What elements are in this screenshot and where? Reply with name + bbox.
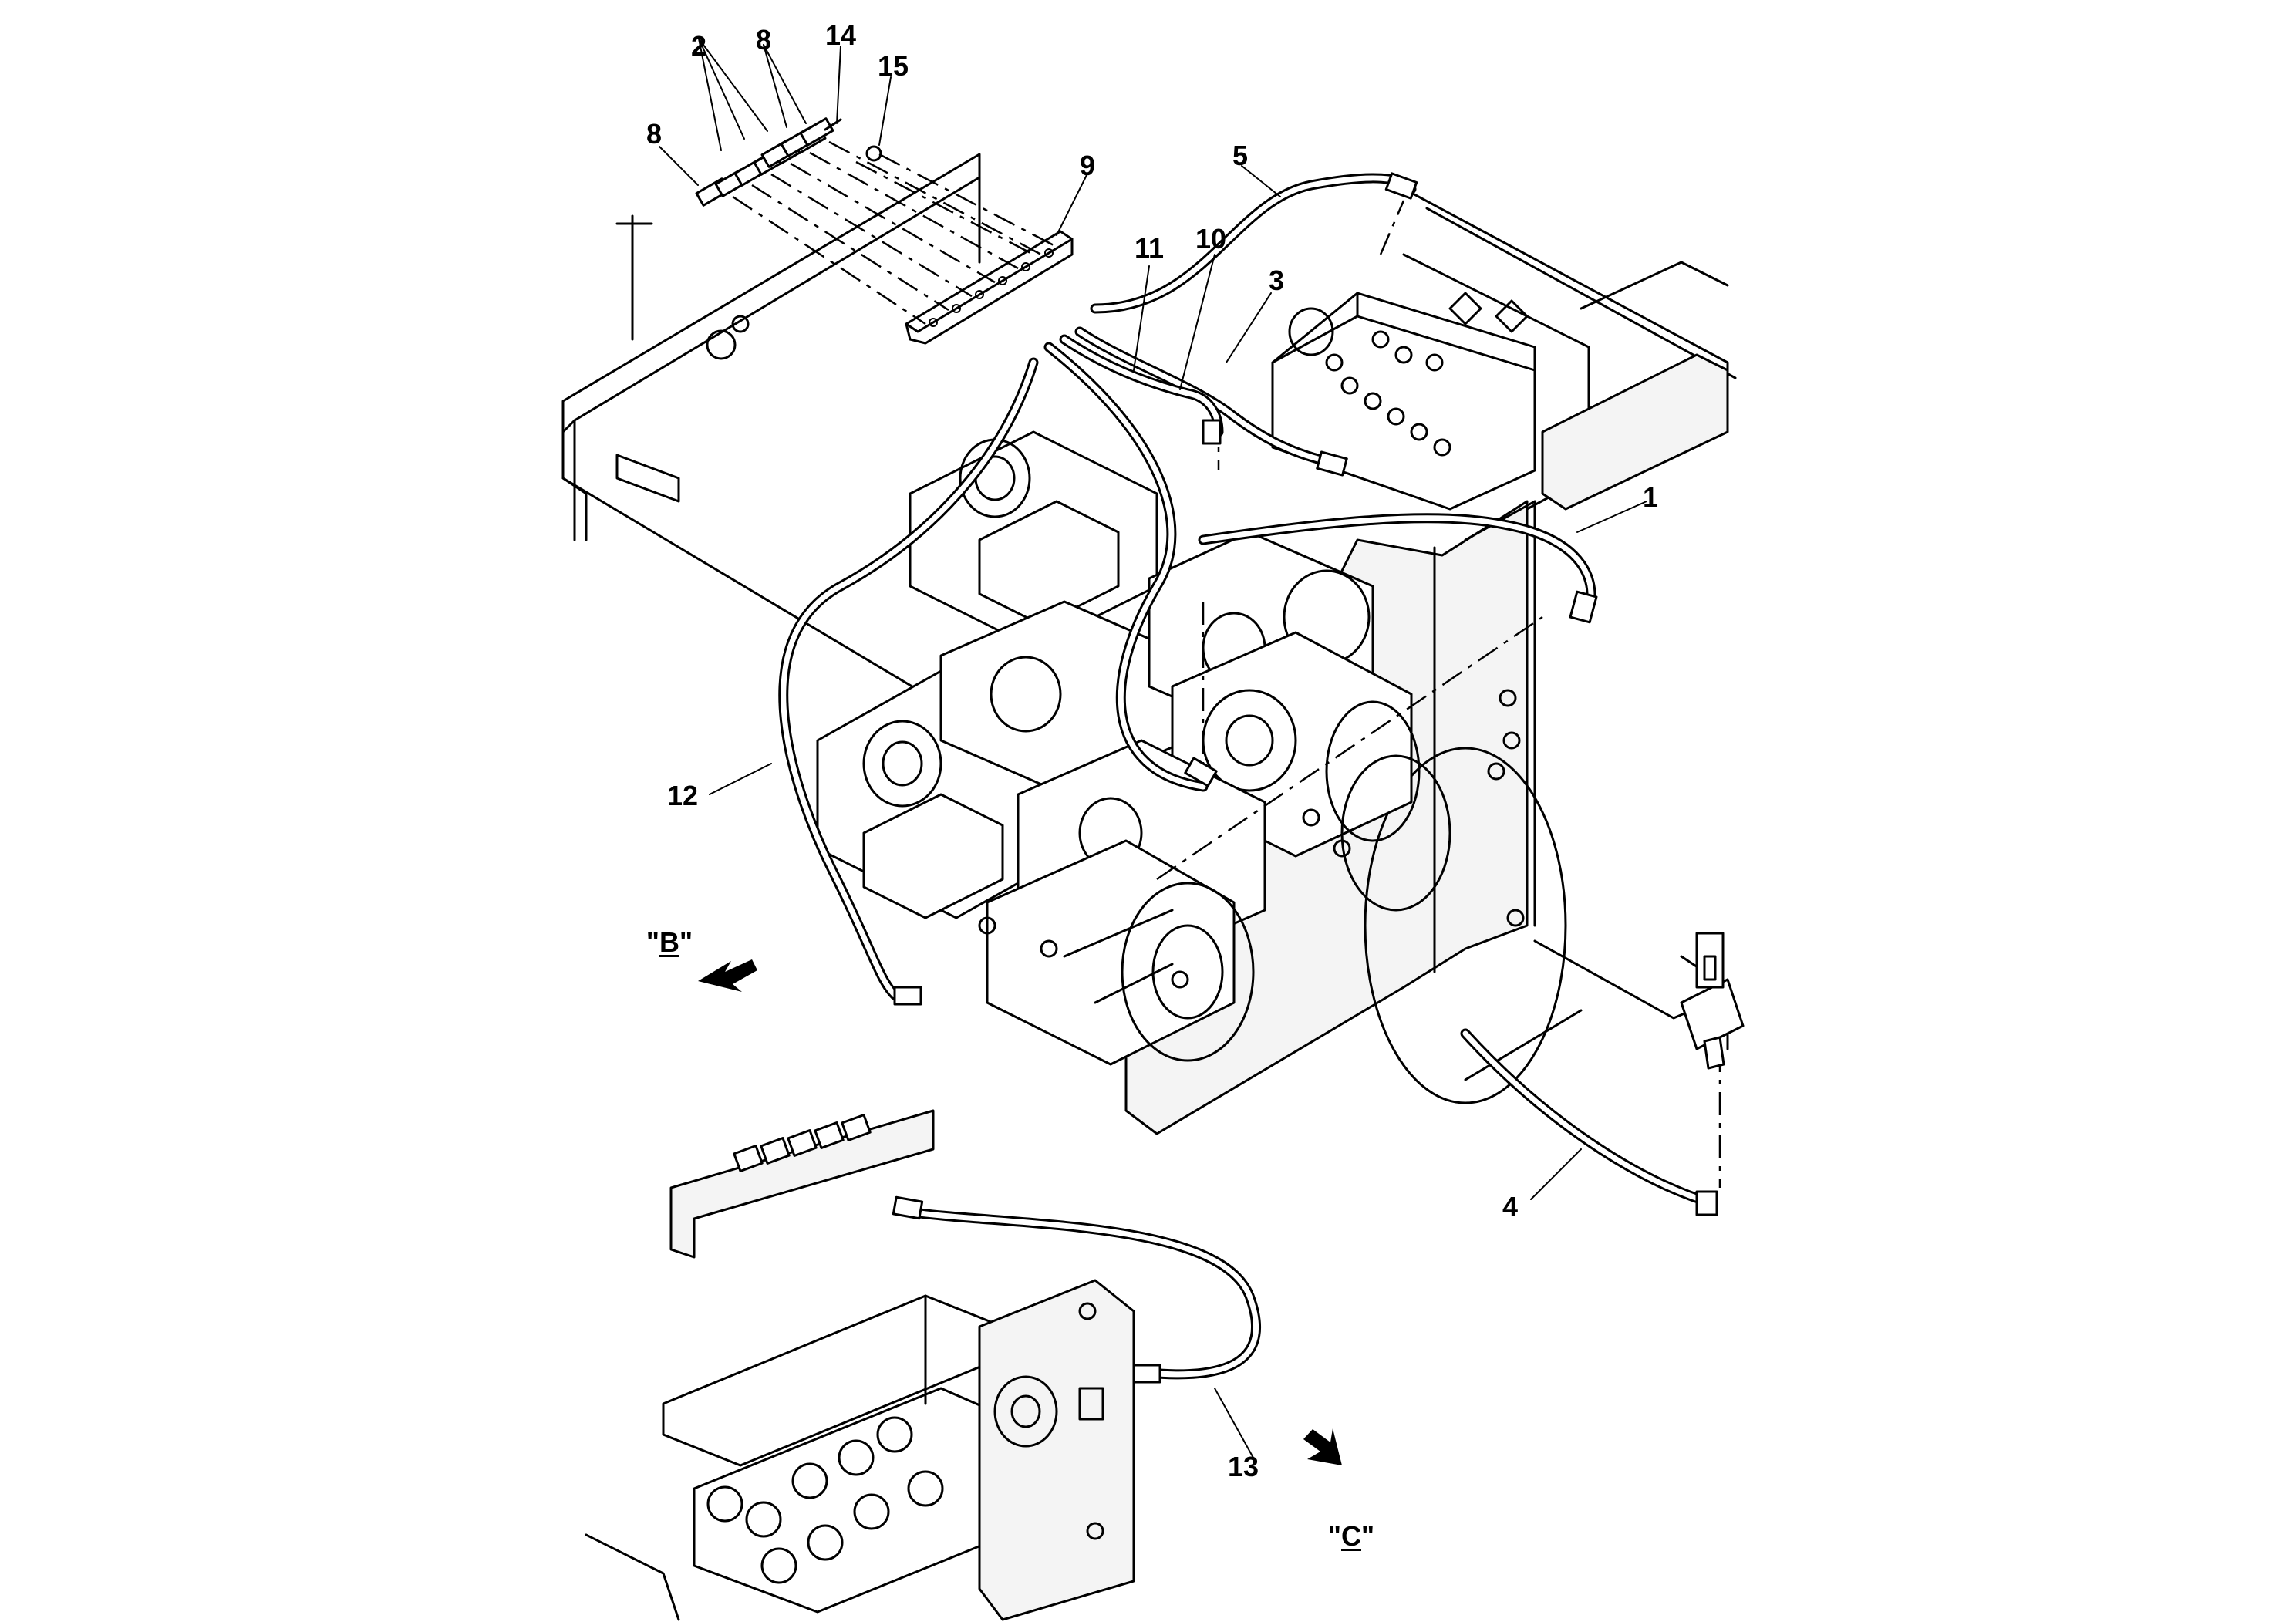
view-arrow-c (1303, 1428, 1342, 1465)
callout-12: 12 (666, 780, 699, 811)
pressure-switch-bracket (1680, 932, 1745, 1070)
callout-5: 5 (1232, 140, 1249, 171)
callout-8-left: 8 (646, 118, 663, 150)
callout-9: 9 (1079, 150, 1096, 181)
callout-13: 13 (1227, 1451, 1259, 1482)
callout-1: 1 (1642, 481, 1659, 513)
lower-manifold-view (585, 1109, 1135, 1621)
control-valve-block (1271, 292, 1536, 511)
leader-lines (659, 38, 1647, 1458)
view-arrow-b (698, 959, 757, 992)
callout-3: 3 (1268, 265, 1285, 296)
view-label-b: "B" (646, 926, 693, 958)
view-label-c: "C" (1327, 1520, 1375, 1552)
hoses (778, 173, 1718, 1380)
pump-assembly (816, 430, 1451, 1066)
callout-4: 4 (1502, 1191, 1519, 1222)
callout-8-top: 8 (755, 24, 772, 56)
gauge-plate (905, 230, 1074, 345)
hose-fittings (892, 172, 1718, 1384)
test-couplings (695, 117, 882, 207)
callout-2: 2 (690, 30, 707, 62)
upper-chassis-frame (561, 153, 1737, 742)
callout-15: 15 (877, 50, 909, 82)
callout-11: 11 (1134, 232, 1165, 264)
callout-10: 10 (1195, 223, 1227, 255)
callout-14: 14 (824, 19, 857, 51)
